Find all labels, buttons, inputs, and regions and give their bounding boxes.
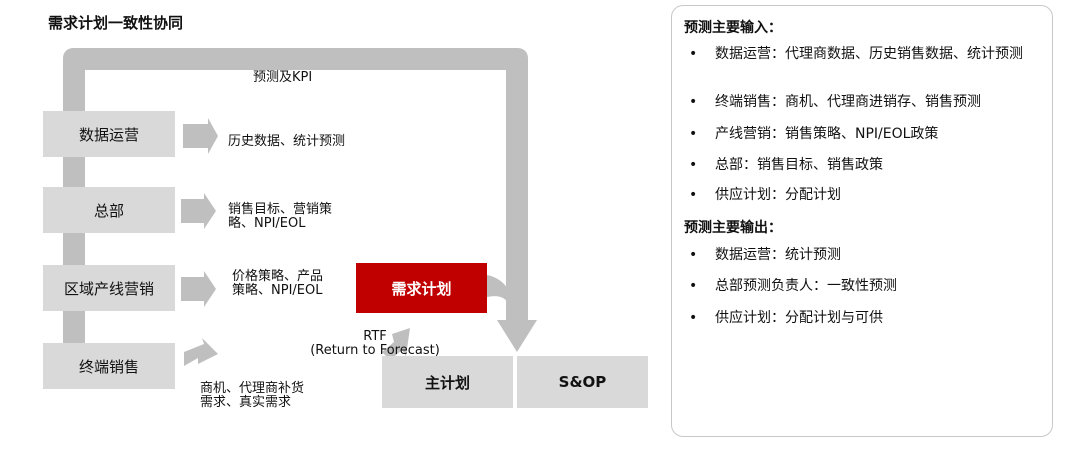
rtf-label: RTF (Return to Forecast) [290, 330, 460, 358]
bullet-icon: • [689, 187, 698, 203]
inputs-heading: 预测主要输入： [684, 20, 782, 36]
output-item: • 供应计划：分配计划与可供 [689, 311, 1044, 326]
annotation-regional: 价格策略、产品 策略、NPI/EOL [232, 269, 324, 298]
output-item: • 数据运营：统计预测 [689, 248, 1044, 263]
bullet-icon: • [689, 126, 698, 142]
source-box-hq: 总部 [43, 187, 175, 233]
diagram-title: 需求计划一致性协同 [48, 14, 184, 32]
sop-box: S&OP [517, 356, 648, 408]
annotation-data-ops: 历史数据、统计预测 [228, 134, 346, 149]
bullet-icon: • [689, 310, 698, 326]
input-item: • 供应计划：分配计划 [689, 188, 1044, 203]
input-item-text: 总部：销售目标、销售政策 [715, 157, 883, 173]
input-item: • 总部：销售目标、销售政策 [689, 158, 1044, 173]
source-label: 区域产线营销 [63, 279, 154, 298]
demand-plan-label: 需求计划 [391, 279, 452, 298]
sop-label: S&OP [558, 373, 607, 391]
outputs-heading: 预测主要输出： [684, 220, 782, 236]
arrow-regional [181, 271, 216, 307]
input-item: • 数据运营：代理商数据、历史销售数据、统计预测 [689, 47, 1044, 62]
source-label: 总部 [93, 201, 124, 220]
input-item: • 终端销售：商机、代理商进销存、销售预测 [689, 95, 1044, 110]
output-item-text: 供应计划：分配计划与可供 [715, 310, 883, 326]
master-plan-label: 主计划 [424, 373, 470, 392]
master-plan-box: 主计划 [382, 356, 513, 408]
source-label: 终端销售 [78, 357, 139, 376]
rtf-line1: RTF [363, 329, 387, 344]
source-box-data-ops: 数据运营 [43, 111, 175, 157]
input-item: • 产线营销：销售策略、NPI/EOL政策 [689, 127, 1044, 142]
output-item-text: 总部预测负责人：一致性预测 [715, 278, 897, 294]
bullet-icon: • [689, 157, 698, 173]
output-item-text: 数据运营：统计预测 [715, 247, 841, 263]
arrow-data-ops [183, 118, 218, 154]
input-item-text: 数据运营：代理商数据、历史销售数据、统计预测 [715, 46, 1023, 62]
output-item: • 总部预测负责人：一致性预测 [689, 279, 1044, 294]
source-box-regional: 区域产线营销 [43, 265, 175, 311]
demand-merge-arrow [487, 275, 514, 316]
bullet-icon: • [689, 278, 698, 294]
bullet-icon: • [689, 46, 698, 62]
annotation-hq: 销售目标、营销策 略、NPI/EOL [228, 202, 333, 231]
arrow-hq [181, 193, 216, 229]
loop-label: 预测及KPI [253, 70, 313, 85]
input-item-text: 产线营销：销售策略、NPI/EOL政策 [715, 126, 939, 142]
arrow-terminal [184, 338, 218, 366]
info-panel [671, 5, 1053, 437]
input-item-text: 供应计划：分配计划 [715, 187, 841, 203]
bullet-icon: • [689, 247, 698, 263]
input-item-text: 终端销售：商机、代理商进销存、销售预测 [715, 94, 981, 110]
annotation-terminal: 商机、代理商补货 需求、真实需求 [200, 381, 305, 410]
rtf-line2: (Return to Forecast) [310, 343, 440, 358]
demand-plan-box: 需求计划 [356, 263, 487, 313]
bullet-icon: • [689, 94, 698, 110]
source-label: 数据运营 [78, 125, 139, 144]
rtf-arrow [382, 328, 410, 360]
source-box-terminal: 终端销售 [43, 343, 175, 389]
